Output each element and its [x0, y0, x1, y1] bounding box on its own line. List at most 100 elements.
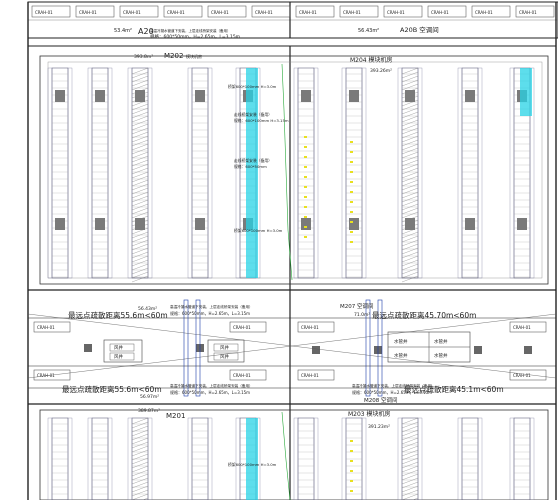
shaft-right-a: 水管井 [394, 338, 408, 345]
evac-distance-left-2: 最远点疏散距离55.6m<60m [62, 384, 162, 394]
crah-unit-label: CRAH-01 [387, 10, 405, 15]
upper-note-4: 走线桥架安装（备用） [234, 158, 272, 163]
crah-c7: CRAH-01 [513, 325, 531, 330]
cyan-rack-upper-1 [246, 68, 258, 278]
marker [304, 136, 307, 138]
upper-note-6: 桥架600*100mm H=3.0m [234, 228, 283, 233]
a20a-area: 53.4m² [114, 28, 132, 34]
column-block [465, 218, 475, 230]
marker [350, 181, 353, 183]
crah-c3: CRAH-01 [233, 325, 251, 330]
pipe-note-left-2: 高温冷凝水管道下安装，上层走线桥架安装（备用） [170, 383, 253, 388]
rack-row-side [235, 67, 241, 279]
marker [350, 460, 353, 462]
crah-c2: CRAH-01 [37, 373, 55, 378]
rack-row-side [207, 67, 213, 279]
crah-unit-top [339, 5, 379, 18]
rack-row-side [187, 67, 193, 279]
a20a-note: 高温冷凝水管道下安装，上层走线桥架安装（备用） [150, 28, 231, 33]
rack-row-side [293, 67, 299, 279]
room-area-cr: 71.0m² [354, 312, 370, 318]
column-block [95, 90, 105, 102]
pipe-spec-left-2: 规格：600*50mm，H=2.65m，L=3.15m [170, 389, 250, 395]
crah-unit-top [31, 5, 71, 18]
rack-row-side [127, 67, 133, 279]
crah-unit-label: CRAH-01 [167, 10, 185, 15]
rack-row-side [457, 67, 463, 279]
upper-module-room: 393.8m² M202 模块机房 M204 模块机房 393.26m² 桥架6… [39, 52, 549, 285]
rack-row-side [397, 67, 403, 279]
marker [304, 166, 307, 168]
evac-distance-left-1: 最远点疏散距离55.6m<60m [68, 310, 168, 320]
marker [350, 231, 353, 233]
pipe-note-left-1: 高温冷凝水管道下安装，上层走线桥架安装（备用） [170, 304, 253, 309]
marker [350, 480, 353, 482]
room-area-cl2: 56.97m² [140, 394, 159, 400]
column-block [405, 90, 415, 102]
rack-row-side [67, 67, 73, 279]
shaft-mid-1: 风井 [220, 344, 229, 351]
corridor-zone: CRAH-01 CRAH-01 CRAH-01 CRAH-01 CRAH-01 … [27, 299, 557, 404]
lower-note-1: 桥架600*100mm H=3.0m [228, 462, 277, 467]
column-block [517, 218, 527, 230]
column-block [301, 90, 311, 102]
m204-area: 393.26m² [370, 68, 392, 74]
m203-area: 391.23m² [368, 424, 390, 430]
column-block [195, 90, 205, 102]
room-area-cl: 56.43m² [138, 306, 157, 312]
crah-unit-label: CRAH-01 [35, 10, 53, 15]
column-block [195, 218, 205, 230]
crah-unit-top [515, 5, 555, 18]
upper-note-5: 规格：600*50mm [234, 164, 267, 169]
crah-unit-label: CRAH-01 [431, 10, 449, 15]
marker [304, 156, 307, 158]
room-code-cr: M207 空调间 [340, 302, 374, 310]
crah-unit-top [75, 5, 115, 18]
shaft-right-b: 水管井 [434, 338, 448, 345]
upper-note-2: 走线桥架安装（备用） [234, 112, 272, 117]
marker [304, 186, 307, 188]
a20b-code: A20B 空调间 [400, 25, 439, 34]
top-strip: CRAH-01 CRAH-01 CRAH-01 CRAH-01 CRAH-01 CRAH-… [27, 1, 558, 40]
a20a-spec: 规格：600*50mm，H=2.65m，L=3.15m [150, 33, 240, 40]
crah-unit-top [295, 5, 335, 18]
shaft-left-2: 风井 [114, 353, 123, 360]
rack-row-side [361, 67, 367, 279]
marker [304, 146, 307, 148]
m202-code: M202 [164, 52, 183, 60]
evac-distance-right-2: 最远点疏散距离45.1m<60m [404, 384, 504, 394]
marker [350, 211, 353, 213]
crah-unit-label: CRAH-01 [123, 10, 141, 15]
marker [304, 226, 307, 228]
room-code-cr2: M208 空调间 [364, 396, 398, 404]
crah-c8: CRAH-01 [513, 373, 531, 378]
marker [350, 151, 353, 153]
evac-distance-right-1: 最远点疏散距离45.70m<60m [372, 310, 476, 320]
marker [304, 206, 307, 208]
crah-unit-label: CRAH-01 [255, 10, 273, 15]
crah-unit-label: CRAH-01 [79, 10, 97, 15]
outer-walls [27, 2, 557, 500]
crah-unit-top [427, 5, 467, 18]
marker [350, 191, 353, 193]
column-block [301, 218, 311, 230]
marker [304, 176, 307, 178]
rack-row-side [341, 67, 347, 279]
cyan-rack-upper-2 [520, 68, 532, 116]
crah-unit-top [471, 5, 511, 18]
column-block [349, 90, 359, 102]
marker [350, 171, 353, 173]
crah-unit-label: CRAH-01 [211, 10, 229, 15]
column-block [95, 218, 105, 230]
crah-unit-top [251, 5, 291, 18]
crah-unit-label: CRAH-01 [475, 10, 493, 15]
shaft-left-1: 风井 [114, 344, 123, 351]
marker [350, 161, 353, 163]
crah-c6: CRAH-01 [301, 373, 319, 378]
column-block [349, 218, 359, 230]
pipe-spec-right: 规格：600*50mm，H=2.65m，L=3.15m [352, 389, 432, 395]
crah-unit-label: CRAH-01 [343, 10, 361, 15]
crah-unit-top [163, 5, 203, 18]
crah-unit-top [119, 5, 159, 18]
